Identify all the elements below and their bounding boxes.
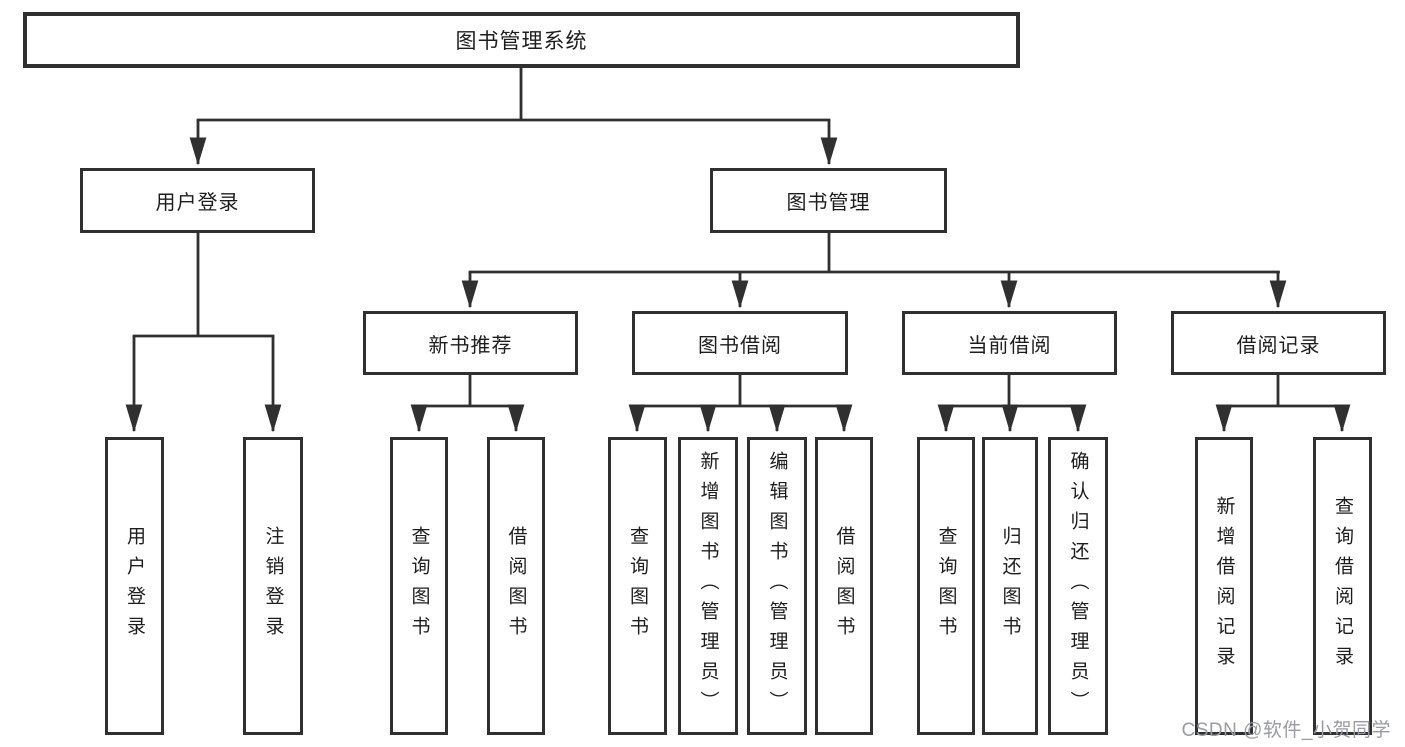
leaf-query-books-rec: 查询图书	[390, 437, 448, 735]
node-label: 查询图书	[935, 526, 957, 646]
node-label: 归还图书	[999, 526, 1021, 646]
leaf-add-borrow-record: 新增借阅记录	[1195, 437, 1253, 735]
csdn-watermark: CSDN @软件_小贺同学	[1181, 720, 1391, 741]
node-label: 借阅记录	[1236, 334, 1321, 357]
node-label: 查询图书	[408, 526, 430, 646]
node-library-system: 图书管理系统	[23, 12, 1020, 68]
node-label: 编辑图书（管理员）	[766, 451, 788, 721]
node-label: 查询借阅记录	[1332, 496, 1353, 676]
node-label: 注销登录	[262, 526, 284, 646]
node-book-management: 图书管理	[710, 168, 947, 233]
leaf-borrow-books: 借阅图书	[815, 437, 873, 735]
node-label: 图书借阅	[698, 334, 782, 357]
node-label: 当前借阅	[967, 334, 1052, 357]
node-label: 新书推荐	[428, 334, 513, 357]
leaf-query-borrow-record: 查询借阅记录	[1313, 437, 1372, 735]
node-label: 用户登录	[124, 526, 145, 646]
leaf-user-login: 用户登录	[105, 437, 164, 735]
node-label: 图书管理	[786, 192, 871, 214]
node-label: 图书管理系统	[455, 30, 588, 53]
node-label: 用户登录	[155, 192, 240, 214]
node-borrowing-records: 借阅记录	[1171, 311, 1386, 375]
node-book-borrowing: 图书借阅	[632, 311, 848, 375]
node-current-borrowing: 当前借阅	[902, 311, 1117, 375]
node-user-login: 用户登录	[80, 168, 315, 233]
node-label: 新增图书（管理员）	[697, 451, 719, 721]
leaf-edit-book-admin: 编辑图书（管理员）	[747, 437, 807, 735]
node-label: 新增借阅记录	[1213, 496, 1235, 676]
leaf-confirm-return-admin: 确认归还（管理员）	[1048, 437, 1108, 735]
node-label: 查询图书	[627, 526, 648, 646]
leaf-query-books-borrow: 查询图书	[608, 437, 667, 735]
leaf-add-book-admin: 新增图书（管理员）	[678, 437, 738, 735]
leaf-borrow-books-rec: 借阅图书	[487, 437, 545, 735]
node-new-book-recommendation: 新书推荐	[363, 311, 578, 375]
node-label: 借阅图书	[833, 526, 855, 646]
leaf-query-books-current: 查询图书	[917, 437, 975, 735]
node-label: 借阅图书	[505, 526, 527, 646]
leaf-return-book: 归还图书	[982, 437, 1038, 735]
leaf-logout: 注销登录	[243, 437, 303, 735]
node-label: 确认归还（管理员）	[1067, 451, 1089, 721]
